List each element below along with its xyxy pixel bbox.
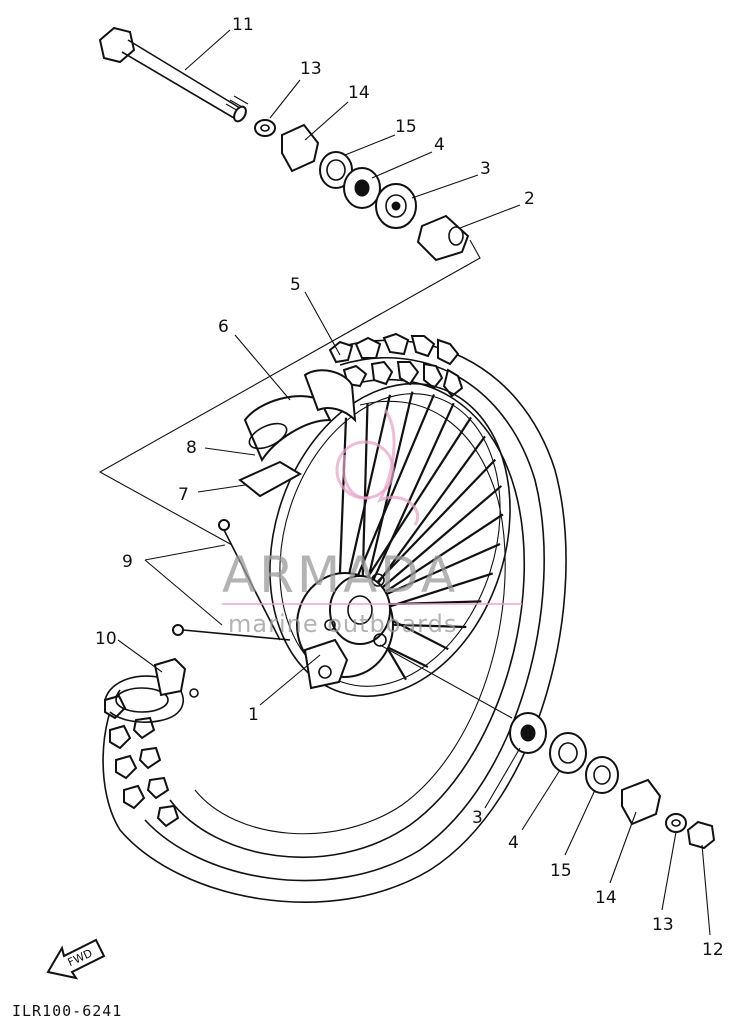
callout-13-upper: 13 [300,59,322,79]
lower-parts [509,712,716,850]
rim [269,382,511,698]
callout-11: 11 [232,15,254,35]
callout-6: 6 [218,317,229,337]
hub [296,572,394,690]
watermark-brand: ARMADA [222,546,458,604]
oil-seal-lower [585,756,619,794]
callout-15-lower: 15 [550,861,572,881]
bearing-lower-b [549,732,587,774]
axle-nut [686,820,716,850]
spoke-nipples [172,519,291,641]
spacer-collar [416,214,470,262]
callout-14-upper: 14 [348,83,370,103]
callout-5: 5 [290,275,301,295]
tread-bottom [104,694,180,828]
tread-top [328,332,464,398]
callout-7: 7 [178,485,189,505]
spoke [361,485,503,606]
callout-15-upper: 15 [395,117,417,137]
callout-12: 12 [702,940,724,960]
axle [98,26,249,123]
watermark-logo-icon [335,409,419,526]
spoke [360,402,455,606]
callout-2: 2 [524,189,535,209]
drawing-code: ILR100-6241 [12,1002,122,1020]
callout-9: 9 [122,552,133,572]
callout-1: 1 [248,705,259,725]
callout-4-lower: 4 [508,833,519,853]
callout-8: 8 [186,438,197,458]
oil-seal-upper [319,151,353,189]
spacer-lower [621,778,662,826]
leader-lines [98,29,711,936]
collar-lower [665,813,687,833]
rim-band [238,460,303,498]
spacer-upper [281,123,320,173]
tire [102,332,567,903]
fwd-arrow: FWD [46,938,106,980]
watermark-tagline: marine outboards [228,610,457,638]
watermark: ARMADA marine outboards [222,409,522,638]
collar-upper [254,119,276,137]
callout-4-upper: 4 [434,135,445,155]
fender-protector [243,369,357,463]
callout-3-upper: 3 [480,159,491,179]
callout-10: 10 [95,629,117,649]
callout-13-lower: 13 [652,915,674,935]
callouts: 11 13 14 15 4 3 2 5 6 8 7 9 10 1 3 4 15 … [95,15,724,960]
callout-3-lower: 3 [472,808,483,828]
inner-tube [104,657,199,723]
callout-14-lower: 14 [595,888,617,908]
